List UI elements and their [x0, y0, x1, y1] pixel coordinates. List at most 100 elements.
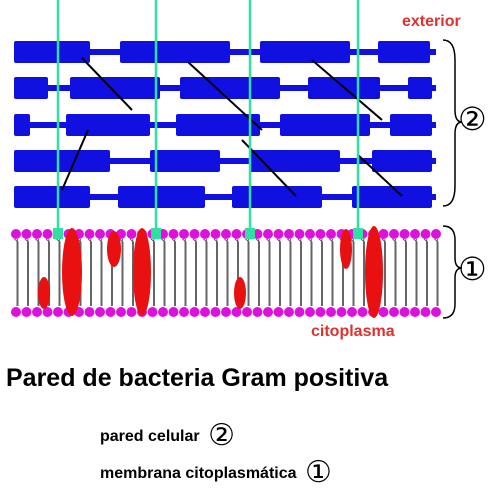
lipid-head — [126, 307, 137, 317]
peptidoglycan-block — [378, 41, 430, 63]
lipid-head — [116, 307, 126, 317]
membrane-protein — [38, 277, 50, 309]
lipid-head — [221, 307, 231, 317]
lipid-head — [95, 307, 105, 317]
lipid-tail — [308, 238, 313, 306]
lipid-tail — [16, 238, 18, 306]
lipid-head — [357, 307, 368, 317]
lipid-tail — [381, 238, 386, 306]
lipid-head — [399, 307, 410, 317]
lipid-tail — [384, 238, 386, 306]
lipid-tail — [300, 238, 302, 306]
lipid-head — [389, 229, 399, 239]
lipid-head — [305, 229, 315, 239]
lipid-tail — [174, 238, 176, 306]
lipid-tail — [56, 238, 61, 306]
lipid-head — [147, 307, 158, 317]
peptidoglycan-block — [14, 150, 110, 172]
lipid-head — [210, 307, 221, 317]
lipid-tail — [310, 238, 312, 306]
lipid-head — [315, 307, 326, 317]
lipid-tail — [226, 238, 228, 306]
lipid-tail — [27, 238, 29, 306]
lipid-head — [126, 229, 137, 239]
gram-positive-wall-diagram — [11, 0, 463, 319]
peptidoglycan-block — [232, 186, 322, 208]
lipid-tail — [203, 238, 208, 306]
anchor — [53, 228, 63, 239]
lipid-tail — [224, 238, 229, 306]
lipid-head — [273, 229, 284, 239]
crosslink-bridge — [357, 154, 403, 197]
lipid-tail — [423, 238, 428, 306]
membrane-protein — [62, 228, 82, 316]
peptidoglycan-block — [70, 77, 160, 99]
lipid-tail — [289, 238, 291, 306]
lipid-head — [84, 229, 95, 239]
membrane-protein — [107, 231, 121, 267]
anchor — [353, 228, 363, 239]
lipid-head — [252, 307, 263, 317]
lipid-head — [105, 307, 116, 317]
lipid-tail — [318, 238, 323, 306]
peptidoglycan-block — [118, 186, 205, 208]
lipid-tail — [352, 238, 354, 306]
lipid-head — [294, 229, 305, 239]
lipid-head — [168, 229, 179, 239]
peptidoglycan-block — [352, 186, 432, 208]
lipid-tail — [363, 238, 365, 306]
peptidoglycan-block — [260, 41, 350, 63]
lipid-head — [42, 229, 53, 239]
lipid-head — [221, 229, 231, 239]
lipid-head — [378, 307, 389, 317]
peptidoglycan-block — [14, 41, 90, 63]
lipid-head — [420, 229, 431, 239]
lipid-head — [242, 307, 252, 317]
lipid-tail — [331, 238, 333, 306]
lipid-tail — [129, 238, 134, 306]
cytoplasmic-membrane — [11, 226, 441, 318]
lipid-head — [305, 307, 315, 317]
lipid-head — [389, 307, 399, 317]
lipid-head — [32, 229, 42, 239]
lipid-head — [431, 307, 441, 317]
lipid-tail — [216, 238, 218, 306]
lipid-tail — [192, 238, 197, 306]
crosslink-bridge — [81, 57, 133, 111]
lipid-head — [42, 307, 53, 317]
lipid-tail — [87, 238, 92, 306]
lipid-head — [431, 229, 441, 239]
peptidoglycan-block — [14, 77, 48, 99]
lipid-head — [95, 229, 105, 239]
lipid-head — [32, 307, 42, 317]
lipid-tail — [132, 238, 134, 306]
lipid-tail — [58, 238, 60, 306]
lipid-tail — [150, 238, 155, 306]
lipid-tail — [153, 238, 155, 306]
lipid-head — [315, 229, 326, 239]
membrane-bracket — [442, 225, 463, 319]
lipid-head — [378, 229, 389, 239]
membrane-protein — [234, 277, 246, 309]
lipid-head — [189, 229, 200, 239]
peptidoglycan-block — [150, 150, 220, 172]
lipid-tail — [161, 238, 166, 306]
legend-text: pared celular — [100, 428, 200, 445]
lipid-tail — [37, 238, 39, 306]
lipid-head — [263, 229, 273, 239]
lipid-head — [84, 307, 95, 317]
lipid-head — [200, 229, 210, 239]
lipid-head — [336, 307, 347, 317]
lipid-tail — [119, 238, 124, 306]
legend-number: ② — [208, 418, 235, 453]
lipid-head — [263, 307, 273, 317]
lipid-tail — [90, 238, 92, 306]
lipid-tail — [426, 238, 428, 306]
lipid-tail — [394, 238, 396, 306]
membrane-protein — [365, 226, 383, 318]
lipid-tail — [329, 238, 334, 306]
peptidoglycan-block — [14, 114, 30, 136]
lipid-head — [11, 229, 21, 239]
lipid-tail — [205, 238, 207, 306]
lipid-tail — [195, 238, 197, 306]
